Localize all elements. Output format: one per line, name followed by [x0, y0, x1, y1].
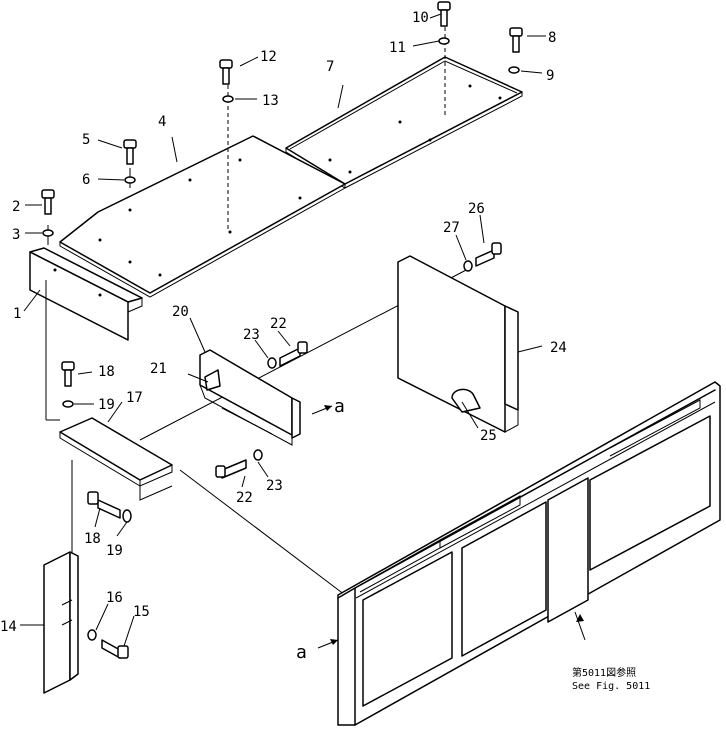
callout-23-lower: 23: [266, 478, 283, 494]
callout-14: 14: [0, 619, 17, 635]
washer-6-icon: [124, 176, 136, 184]
callout-13: 13: [262, 93, 279, 109]
callout-19-lower: 19: [106, 543, 123, 559]
bolt-8-icon: [509, 27, 523, 53]
bolt-22b-icon: [215, 459, 247, 479]
callout-27: 27: [443, 220, 460, 236]
callout-17: 17: [126, 390, 143, 406]
callout-18-upper: 18: [98, 364, 115, 380]
callout-1: 1: [13, 306, 21, 322]
callout-9: 9: [546, 68, 554, 84]
callout-15: 15: [133, 604, 150, 620]
callout-19-upper: 19: [98, 397, 115, 413]
callout-2: 2: [12, 199, 20, 215]
washer-19a-icon: [62, 400, 74, 408]
cover-14: [43, 551, 79, 694]
callout-21: 21: [150, 361, 167, 377]
reference-note-japanese: 第5011図参照: [572, 666, 636, 679]
callout-3: 3: [12, 227, 20, 243]
reference-note-english: See Fig. 5011: [572, 681, 650, 692]
view-arrow-left: [317, 639, 339, 649]
bolt-2-icon: [41, 189, 55, 215]
bolt-26-icon: [475, 242, 502, 267]
view-arrow-right: [311, 405, 333, 415]
callout-10: 10: [412, 10, 429, 26]
bracket-24: [397, 255, 519, 433]
callout-22-lower: 22: [236, 490, 253, 506]
callout-6: 6: [82, 172, 90, 188]
callout-12: 12: [260, 49, 277, 65]
callout-11: 11: [389, 40, 406, 56]
washer-9-icon: [508, 66, 520, 74]
leader-lines: [20, 13, 546, 647]
washer-23a-icon: [267, 357, 277, 369]
washer-16-icon: [87, 629, 97, 641]
bolt-10-icon: [437, 1, 451, 27]
washer-19b-icon: [122, 509, 132, 523]
bolt-12-icon: [219, 59, 233, 85]
callout-25: 25: [480, 428, 497, 444]
bracket-1: [29, 247, 143, 341]
main-frame: [337, 381, 721, 726]
washer-23b-icon: [253, 449, 263, 461]
washer-13-icon: [222, 95, 234, 103]
callout-5: 5: [82, 132, 90, 148]
callout-8: 8: [548, 30, 556, 46]
bolt-15-icon: [101, 639, 129, 659]
view-marker-a-left: a: [296, 642, 307, 663]
washer-27-icon: [463, 260, 473, 272]
callout-18-lower: 18: [84, 531, 101, 547]
bolt-18b-icon: [87, 491, 121, 519]
callout-7: 7: [326, 59, 334, 75]
bracket-17: [59, 417, 173, 501]
view-marker-a-right: a: [334, 396, 345, 417]
callout-24: 24: [550, 340, 567, 356]
cover-plate-7: [285, 56, 523, 189]
bracket-20: [199, 349, 301, 446]
bolt-5-icon: [123, 139, 137, 165]
bolt-18a-icon: [61, 361, 75, 387]
callout-4: 4: [158, 114, 166, 130]
washer-3-icon: [42, 229, 54, 237]
cover-plate-4: [59, 135, 346, 298]
callout-20: 20: [172, 304, 189, 320]
callout-22-upper: 22: [270, 316, 287, 332]
washer-11-icon: [438, 37, 450, 45]
callout-26: 26: [468, 201, 485, 217]
callout-16: 16: [106, 590, 123, 606]
bolt-22a-icon: [279, 341, 308, 367]
callout-23-upper: 23: [243, 327, 260, 343]
